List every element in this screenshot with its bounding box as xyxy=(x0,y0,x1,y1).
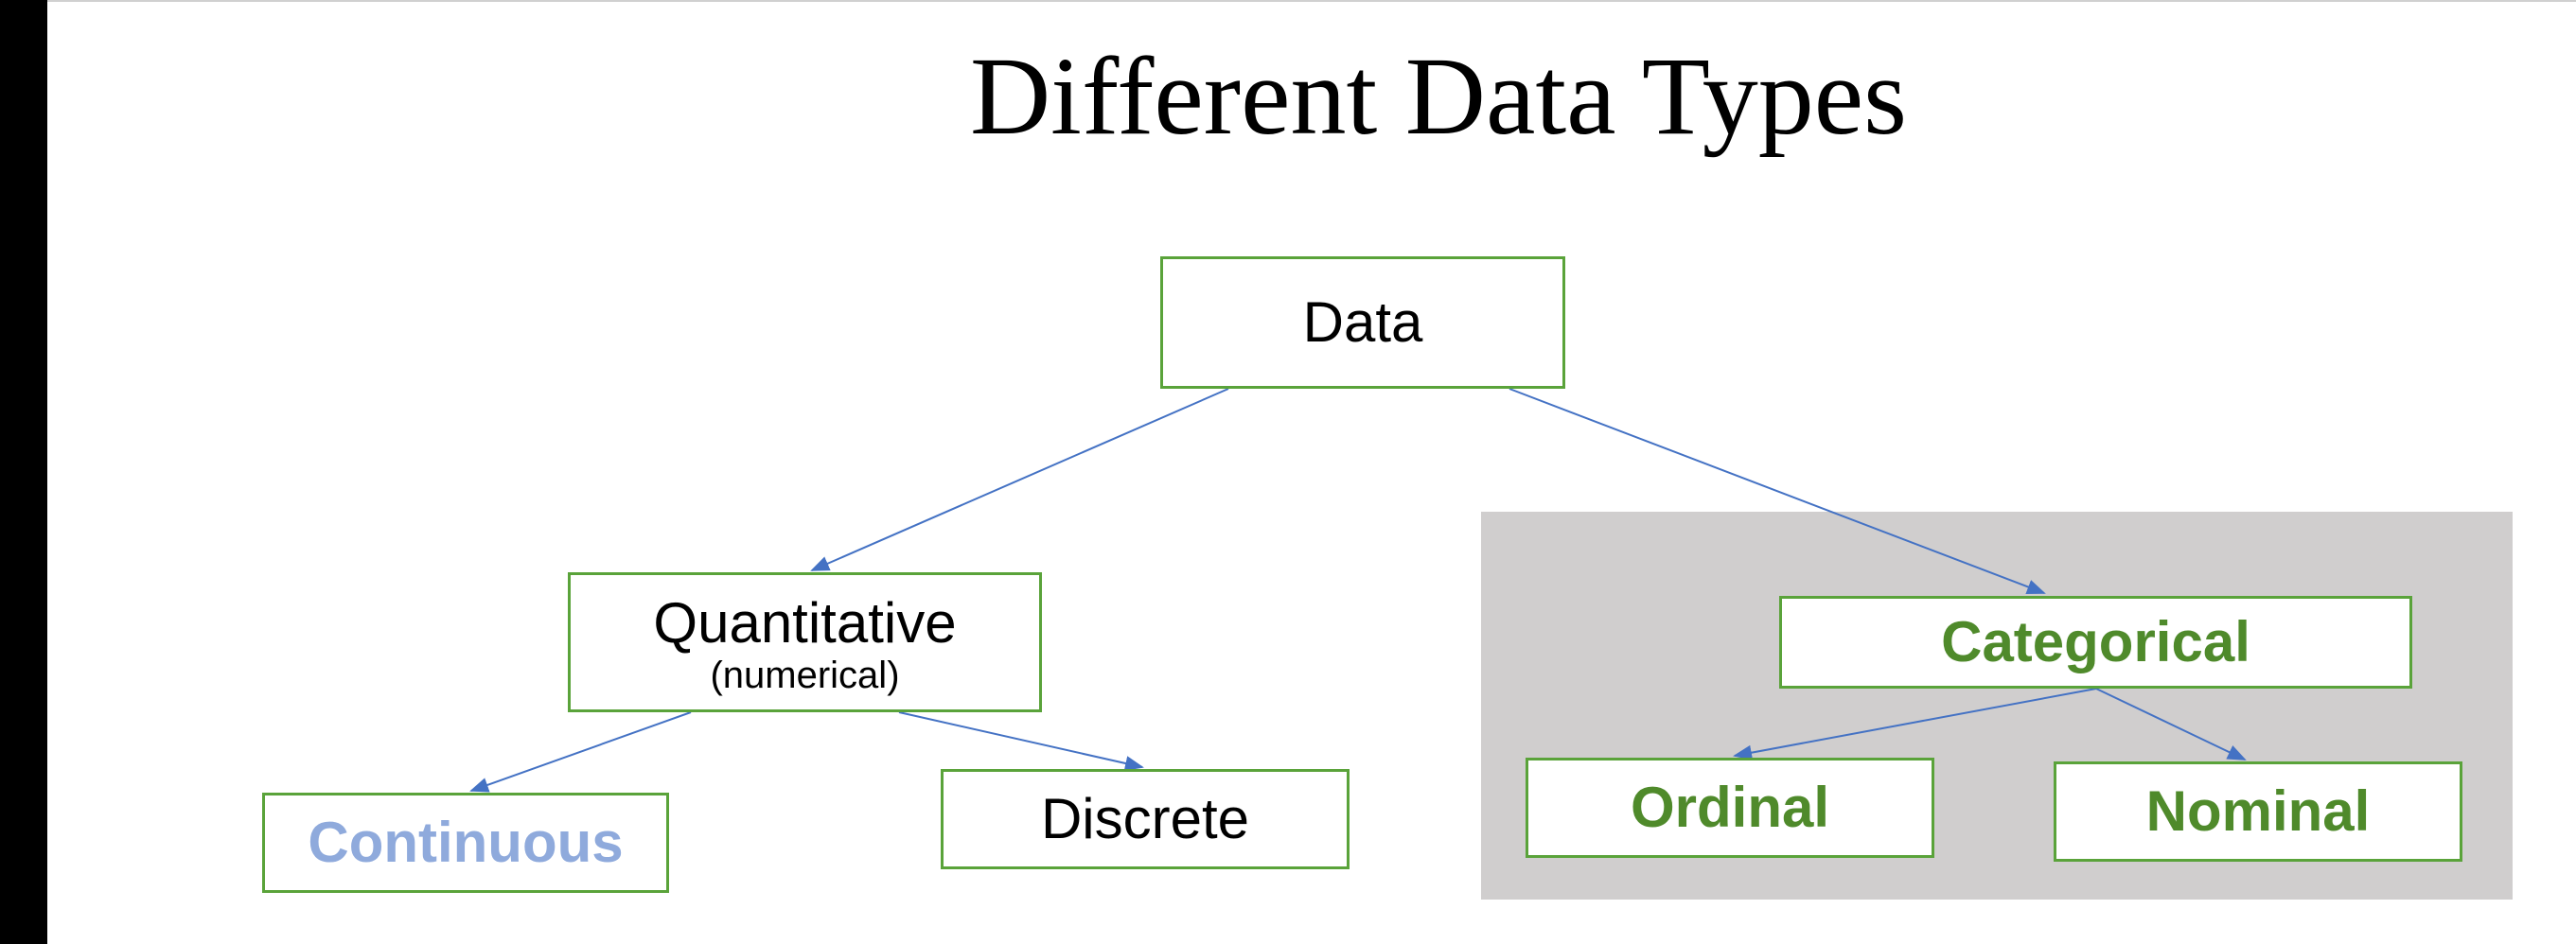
edge-quantitative-to-discrete xyxy=(898,711,1144,771)
slide-title: Different Data Types xyxy=(969,34,1908,158)
top-border-line xyxy=(47,0,2576,2)
node-categorical-label: Categorical xyxy=(1941,610,2250,673)
edge-quantitative-to-continuous xyxy=(469,711,692,793)
node-quantitative-label: Quantitative xyxy=(653,591,957,655)
node-quantitative: Quantitative (numerical) xyxy=(568,572,1042,712)
node-quantitative-sublabel: (numerical) xyxy=(710,655,900,696)
node-nominal-label: Nominal xyxy=(2145,779,2371,843)
node-continuous-label: Continuous xyxy=(308,811,624,874)
node-discrete-label: Discrete xyxy=(1040,787,1250,850)
node-ordinal-label: Ordinal xyxy=(1630,776,1830,839)
node-discrete: Discrete xyxy=(941,769,1350,869)
node-continuous: Continuous xyxy=(262,793,669,893)
node-categorical: Categorical xyxy=(1779,596,2412,689)
node-data-label: Data xyxy=(1302,290,1423,354)
edge-data-to-quantitative xyxy=(810,388,1229,571)
left-black-bar xyxy=(0,0,47,944)
node-ordinal: Ordinal xyxy=(1526,758,1934,858)
node-data: Data xyxy=(1160,256,1565,389)
node-nominal: Nominal xyxy=(2054,761,2462,862)
